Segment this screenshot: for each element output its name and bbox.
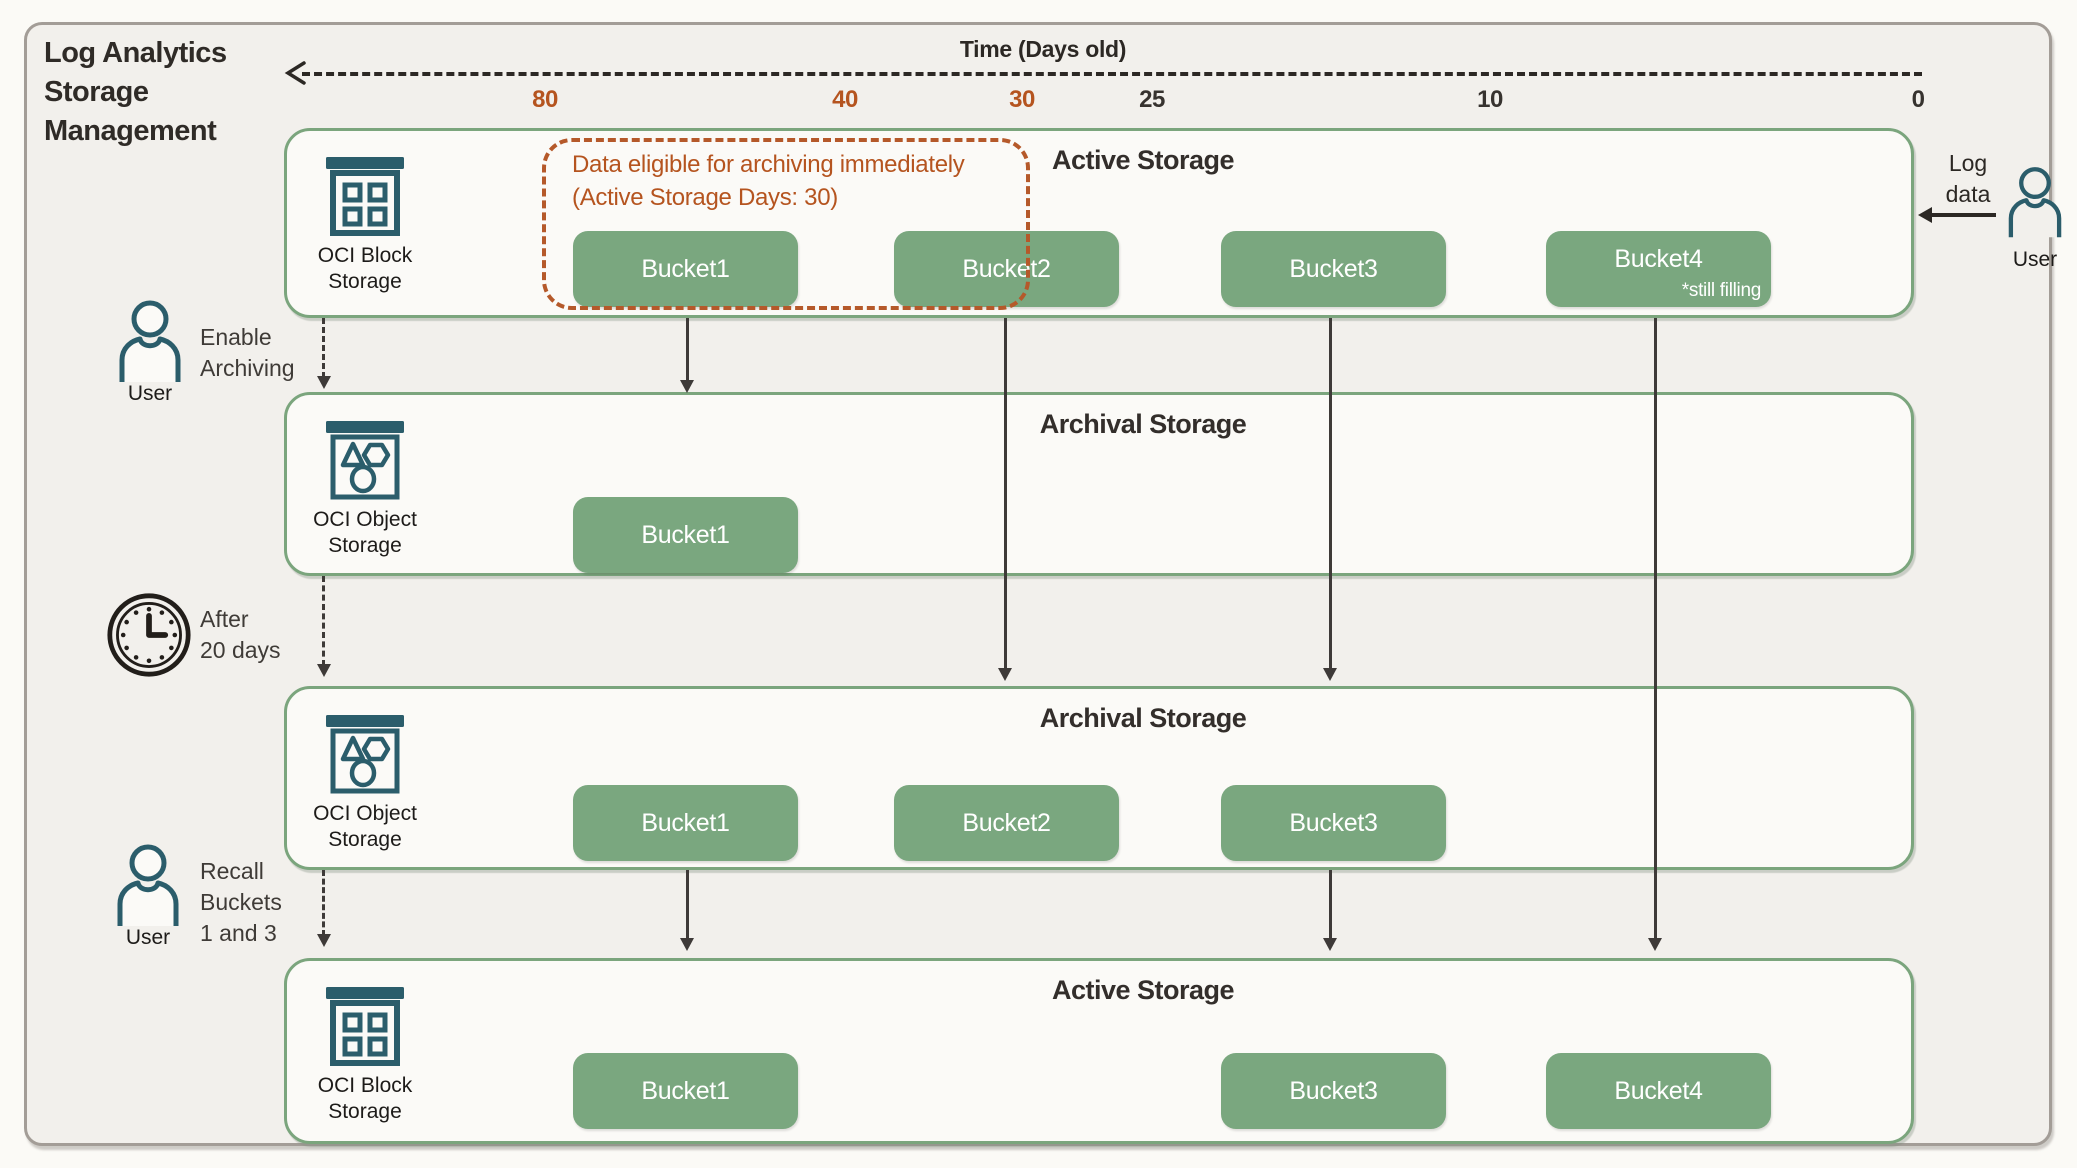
- bucket: Bucket3: [1221, 1053, 1446, 1129]
- arrow-recall-action: [322, 870, 325, 936]
- bucket-label: Bucket4: [1614, 245, 1703, 273]
- bucket: Bucket3: [1221, 231, 1446, 307]
- bucket-label: Bucket1: [641, 254, 730, 283]
- arrowhead-icon: [1323, 938, 1337, 951]
- timeline-tick-30: 30: [1009, 86, 1035, 113]
- arrowhead-icon: [1648, 938, 1662, 951]
- log-data-label: Log data: [1945, 150, 1991, 207]
- arrowhead-left-icon: [1918, 207, 1932, 223]
- bucket: Bucket1: [573, 785, 798, 861]
- block-storage-icon: [326, 157, 404, 236]
- bucket-label: Bucket2: [962, 254, 1051, 283]
- arrowhead-icon: [1323, 668, 1337, 681]
- band-archival-storage-first: Archival Storage OCI Object Storage Buck…: [284, 392, 1914, 576]
- band-active-storage-bottom: Active Storage OCI Block Storage Bucket1…: [284, 958, 1914, 1144]
- band-active-storage-top: Active Storage OCI Block Storage Bucket1…: [284, 128, 1914, 318]
- diagram-title: Log Analytics Storage Management: [44, 37, 227, 147]
- user-icon: [119, 300, 181, 382]
- arrowhead-icon: [317, 376, 331, 389]
- bucket: Bucket4: [1546, 1053, 1771, 1129]
- bucket-label: Bucket1: [641, 520, 730, 549]
- user-label: User: [2012, 248, 2058, 271]
- arrow-bucket2-to-archival: [1004, 318, 1007, 670]
- bucket-label: Bucket1: [641, 1076, 730, 1105]
- arrow-bucket3-to-archival: [1329, 318, 1332, 670]
- band-archival-storage-second: Archival Storage OCI Object Storage Buck…: [284, 686, 1914, 870]
- archive-eligibility-note: Data eligible for archiving immediately …: [572, 151, 965, 211]
- arrow-bucket1-to-archival: [686, 318, 689, 382]
- bucket: Bucket2: [894, 785, 1119, 861]
- bucket-label: Bucket1: [641, 808, 730, 837]
- bucket: Bucket3: [1221, 785, 1446, 861]
- timeline-label: Time (Days old): [959, 36, 1127, 62]
- timeline-left-arrow-icon: [284, 61, 306, 85]
- bucket-note: *still filling: [1681, 280, 1762, 301]
- arrow-bucket4-to-active: [1654, 318, 1657, 940]
- arrow-after-20-days: [322, 576, 325, 666]
- arrow-recall-bucket3: [1329, 870, 1332, 940]
- arrowhead-icon: [998, 668, 1012, 681]
- band-heading: Active Storage: [1051, 975, 1235, 1005]
- timeline-dashed-line: [302, 72, 1922, 76]
- user-label: User: [127, 382, 173, 405]
- bucket: Bucket4 *still filling: [1546, 231, 1771, 307]
- band-heading: Archival Storage: [1039, 703, 1247, 733]
- timeline-tick-10: 10: [1477, 86, 1503, 113]
- user-icon: [117, 844, 179, 926]
- recall-buckets-label: Recall Buckets 1 and 3: [200, 858, 282, 946]
- bucket-label: Bucket3: [1289, 808, 1378, 837]
- block-storage-icon: [326, 987, 404, 1066]
- user-label: User: [125, 926, 171, 949]
- bucket-label: Bucket4: [1614, 1076, 1703, 1105]
- bucket-label: Bucket2: [962, 808, 1051, 837]
- timeline-tick-40: 40: [832, 86, 858, 113]
- enable-archiving-label: Enable Archiving: [200, 324, 295, 381]
- storage-service-label: OCI Object Storage: [313, 508, 417, 557]
- storage-service-label: OCI Object Storage: [313, 802, 417, 851]
- storage-service-label: OCI Block Storage: [317, 1074, 413, 1123]
- arrow-enable-archiving: [322, 318, 325, 378]
- after-20-days-label: After 20 days: [200, 606, 281, 663]
- arrow-log-data: [1930, 213, 1996, 217]
- band-heading: Archival Storage: [1039, 409, 1247, 439]
- timeline-tick-0: 0: [1911, 86, 1925, 113]
- archive-eligibility-outline: [542, 138, 1030, 310]
- arrowhead-icon: [317, 664, 331, 677]
- timeline-tick-25: 25: [1139, 86, 1165, 113]
- bucket: Bucket1: [573, 231, 798, 307]
- arrowhead-icon: [680, 938, 694, 951]
- bucket: Bucket1: [573, 497, 798, 573]
- band-heading: Active Storage: [1051, 145, 1235, 175]
- arrow-recall-bucket1: [686, 870, 689, 940]
- user-icon: [2008, 167, 2062, 238]
- arrowhead-icon: [680, 380, 694, 393]
- timeline-tick-80: 80: [532, 86, 558, 113]
- bucket-label: Bucket3: [1289, 1076, 1378, 1105]
- bucket: Bucket1: [573, 1053, 798, 1129]
- storage-service-label: OCI Block Storage: [317, 244, 413, 293]
- clock-icon: [107, 593, 191, 677]
- object-storage-icon: [326, 715, 404, 794]
- object-storage-icon: [326, 421, 404, 500]
- arrowhead-icon: [317, 934, 331, 947]
- bucket-label: Bucket3: [1289, 254, 1378, 283]
